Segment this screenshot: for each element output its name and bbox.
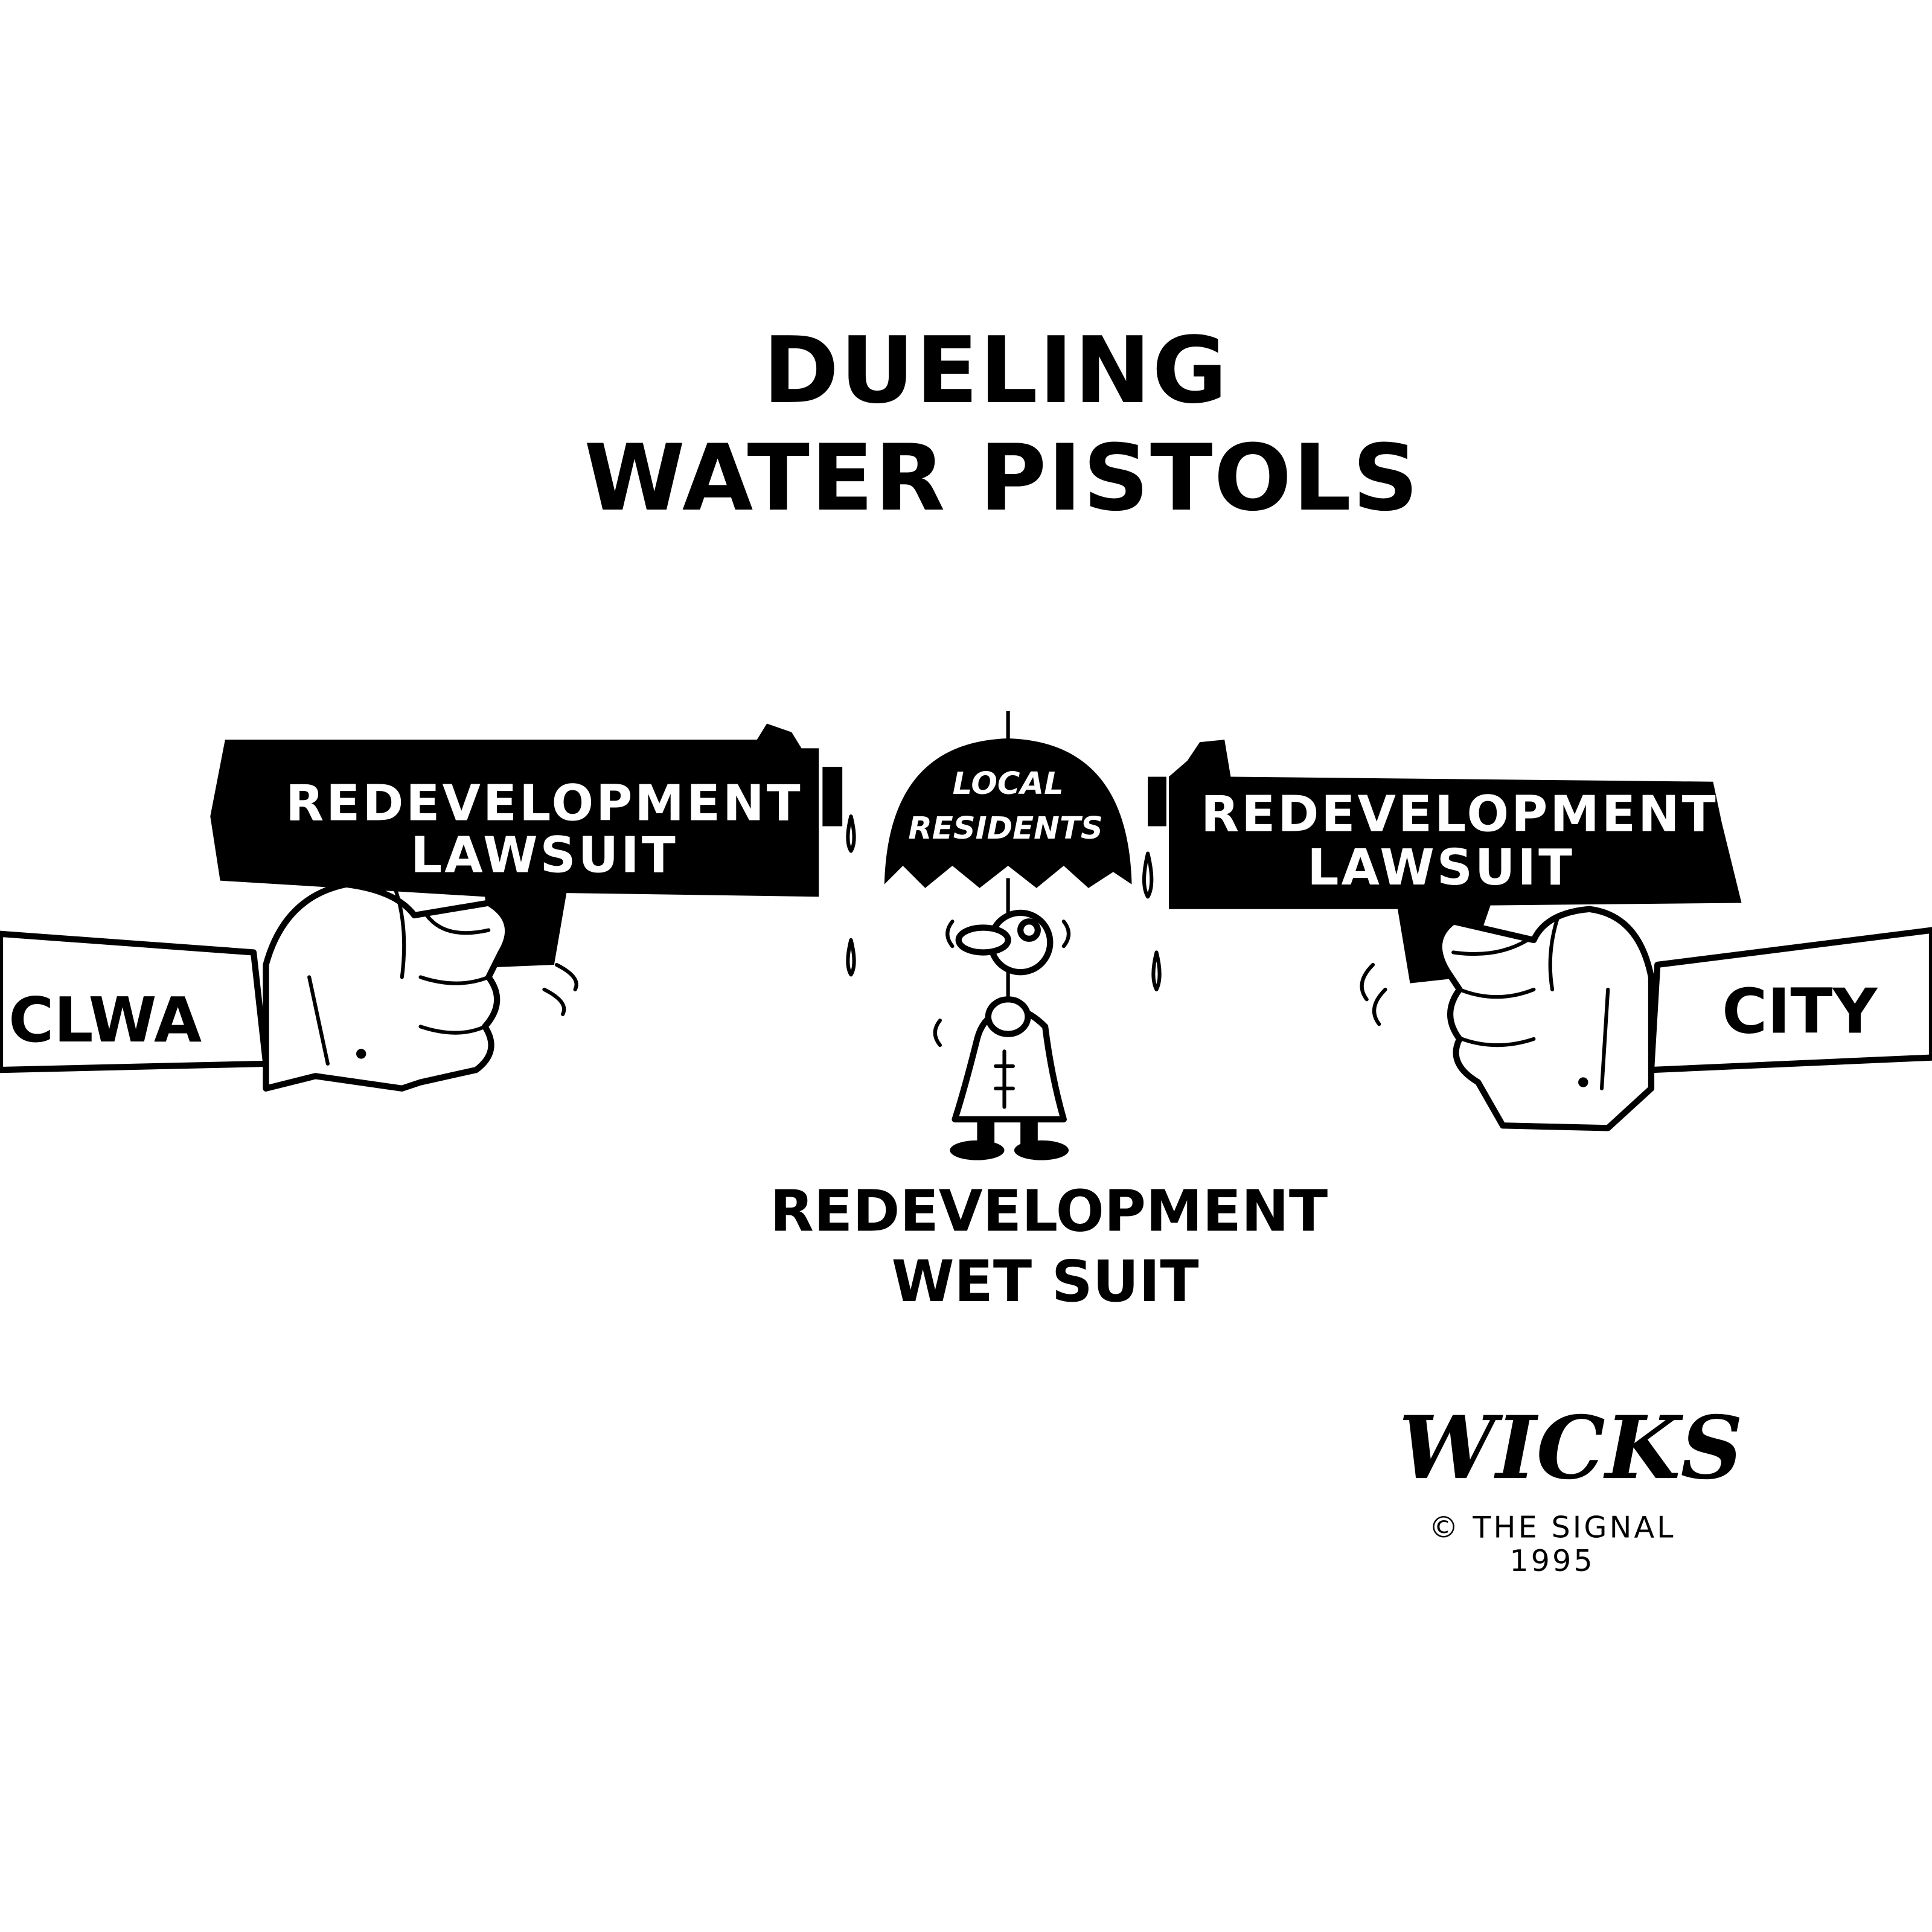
left-water-pistol: REDEVELOPMENT LAWSUIT CLWA — [0, 723, 843, 1092]
droplet-icon — [1151, 950, 1162, 991]
caption-line-1: REDEVELOPMENT — [770, 1179, 1328, 1244]
left-pistol-barrel — [210, 723, 819, 968]
raincoat-buttons — [994, 1049, 1015, 1109]
umbrella-label-line-2: RESIDENTS — [908, 810, 1102, 846]
copyright-year: 1995 — [1509, 1543, 1595, 1578]
right-pistol-barrel — [1168, 740, 1742, 984]
right-pistol-muzzle — [1148, 776, 1166, 827]
right-shoe — [1014, 1140, 1069, 1160]
left-hand — [263, 881, 511, 1092]
left-pistol-label-line-1: REDEVELOPMENT — [286, 775, 803, 832]
right-hand — [1436, 906, 1655, 1131]
left-shoe — [950, 1140, 1005, 1160]
umbrella-canopy — [884, 738, 1132, 888]
right-pistol-label-line-1: REDEVELOPMENT — [1201, 786, 1718, 843]
droplet-icon — [846, 938, 856, 977]
right-cuff-button — [1578, 1077, 1588, 1087]
title-line-1: DUELING — [763, 317, 1229, 424]
resident-nose — [955, 924, 1011, 956]
left-shake-lines — [542, 962, 578, 1016]
resident-hands — [985, 996, 1031, 1037]
right-hand-finger-lines — [1451, 913, 1610, 1090]
umbrella-resident: LOCAL RESIDENTS — [884, 711, 1132, 1160]
title-line-2: WATER PISTOLS — [584, 424, 1420, 531]
umbrella-label-line-1: LOCAL — [953, 766, 1064, 802]
copyright-line: © THE SIGNAL — [1428, 1509, 1675, 1544]
right-shake-lines — [1360, 962, 1387, 1026]
left-pistol-label-line-2: LAWSUIT — [411, 827, 678, 884]
right-water-pistol: REDEVELOPMENT LAWSUIT CITY — [1148, 740, 1932, 1131]
resident-eye — [1017, 918, 1041, 942]
water-droplets — [846, 814, 1162, 991]
caption-line-2: WET SUIT — [892, 1249, 1199, 1315]
droplet-icon — [846, 814, 856, 853]
droplet-icon — [1142, 851, 1154, 899]
left-sleeve-label: CLWA — [8, 985, 202, 1057]
artist-signature: WICKS — [1399, 1396, 1743, 1499]
right-pistol-label-line-2: LAWSUIT — [1307, 839, 1575, 897]
left-pistol-muzzle — [822, 767, 843, 827]
right-sleeve-label: CITY — [1722, 976, 1878, 1048]
left-hand-finger-lines — [307, 888, 491, 1066]
shiver-lines — [933, 920, 1071, 1048]
left-cuff-button — [356, 1049, 366, 1059]
